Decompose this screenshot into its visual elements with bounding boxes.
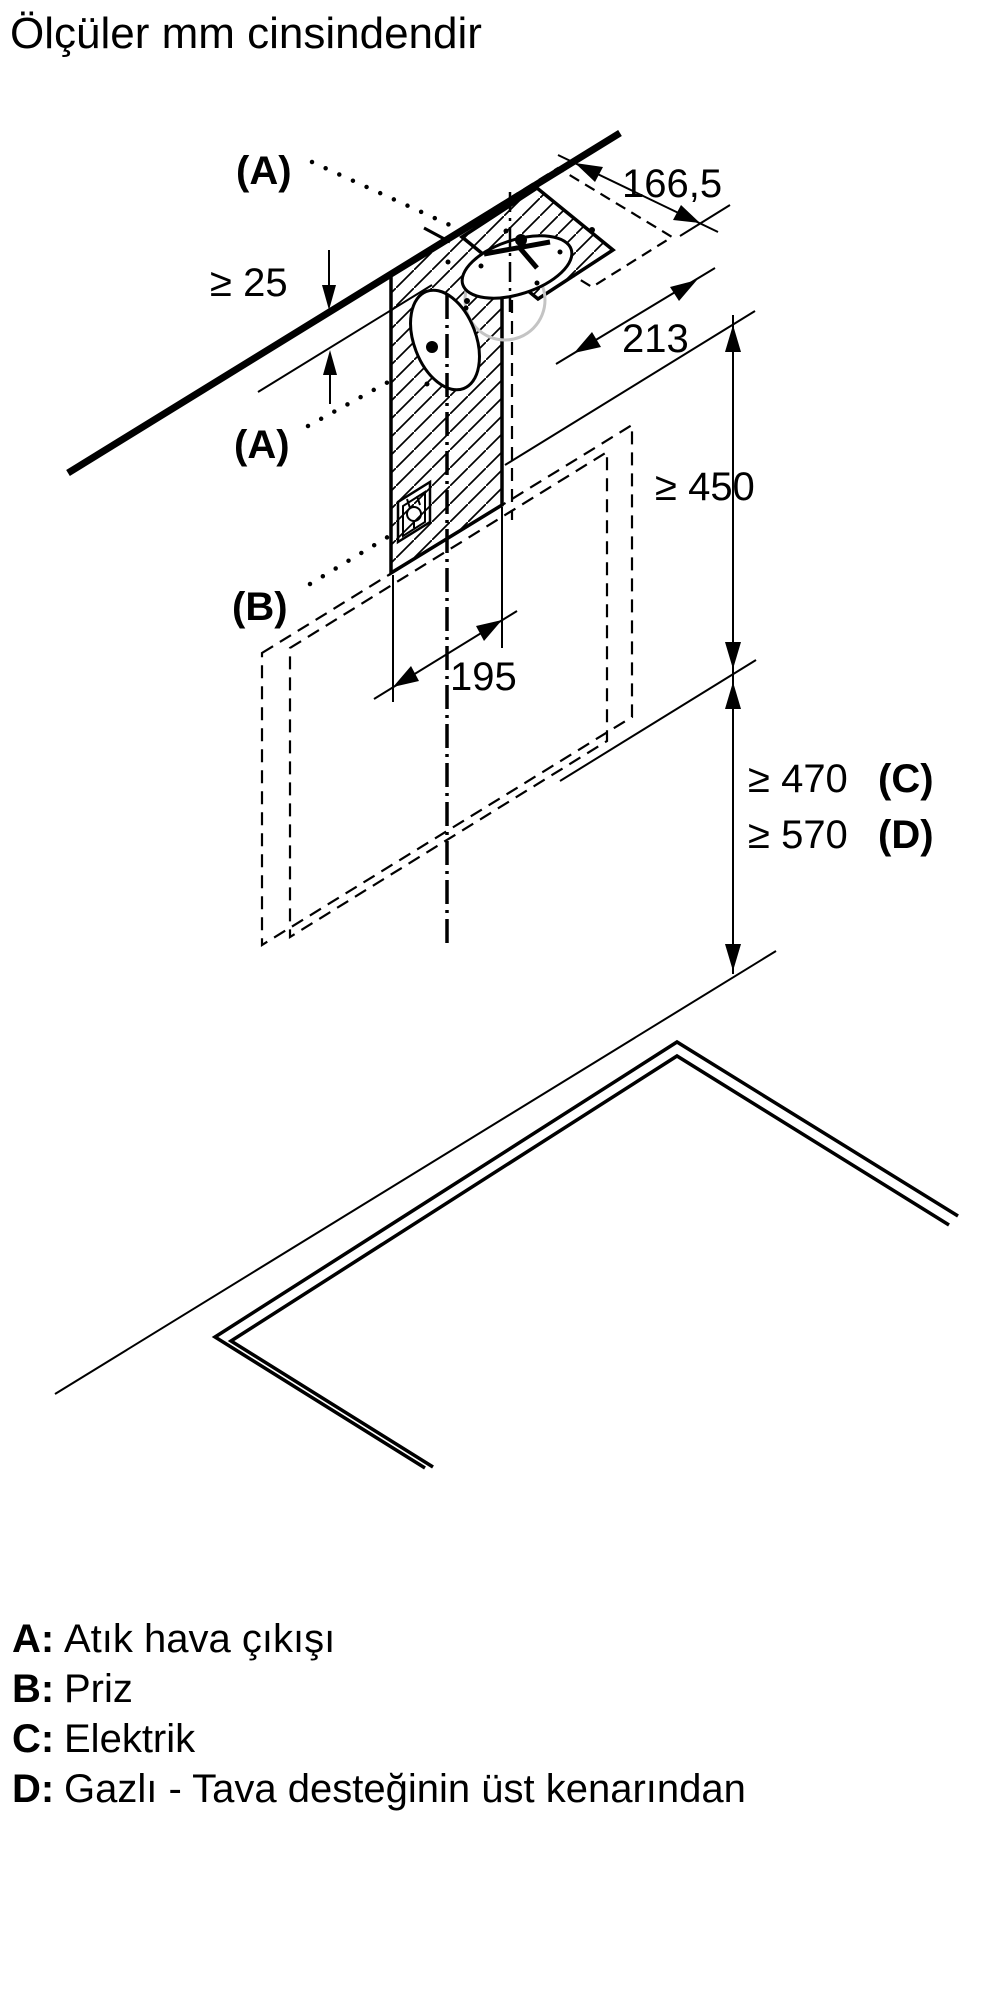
- legend-key-c: C:: [12, 1717, 54, 1761]
- dim-470-value: ≥ 470: [748, 757, 848, 801]
- dimension-plate-depth: 213: [555, 267, 716, 365]
- label-a-mid: (A): [234, 423, 290, 467]
- legend-key-b: B:: [12, 1667, 54, 1711]
- exhaust-outlet-strip: [409, 288, 481, 392]
- legend-label-c: Elektrik: [64, 1717, 196, 1761]
- svg-text:≥ 25: ≥ 25: [210, 261, 288, 305]
- socket-plug-icon: [396, 479, 432, 545]
- svg-text:195: 195: [450, 655, 517, 699]
- dim-470-key: (C): [878, 757, 934, 801]
- exhaust-outlet-top: [445, 227, 595, 304]
- label-a-top: (A): [236, 149, 292, 193]
- dimension-width: 195: [373, 507, 518, 702]
- leader-tick: [423, 226, 451, 244]
- legend-label-d: Gazlı - Tava desteğinin üst kenarından: [64, 1767, 746, 1811]
- dim-450-text: ≥ 450: [655, 465, 755, 509]
- leader-lines: [305, 159, 455, 587]
- dim-570-value: ≥ 570: [748, 813, 848, 857]
- page-title: Ölçüler mm cinsindendir: [10, 9, 482, 58]
- svg-text:213: 213: [622, 317, 689, 361]
- hood-canopy-dashed-outline: [260, 423, 634, 947]
- legend-label-a: Atık hava çıkışı: [64, 1617, 335, 1661]
- legend-key-d: D:: [12, 1767, 54, 1811]
- dimension-ceiling-clearance: ≥ 25: [210, 250, 433, 404]
- svg-text:166,5: 166,5: [622, 162, 722, 206]
- ceiling-line: [66, 130, 622, 476]
- dimension-heights: ≥ 450 ≥ 470 (C) ≥ 570 (D): [504, 310, 934, 974]
- legend-label-b: Priz: [64, 1667, 133, 1711]
- legend: A: Atık hava çıkışı B: Priz C: Elektrik …: [12, 1617, 746, 1811]
- dim-570-key: (D): [878, 813, 934, 857]
- dimension-top-depth: 166,5: [557, 154, 731, 237]
- countertop: [54, 950, 959, 1470]
- label-b: (B): [232, 585, 288, 629]
- legend-key-a: A:: [12, 1617, 54, 1661]
